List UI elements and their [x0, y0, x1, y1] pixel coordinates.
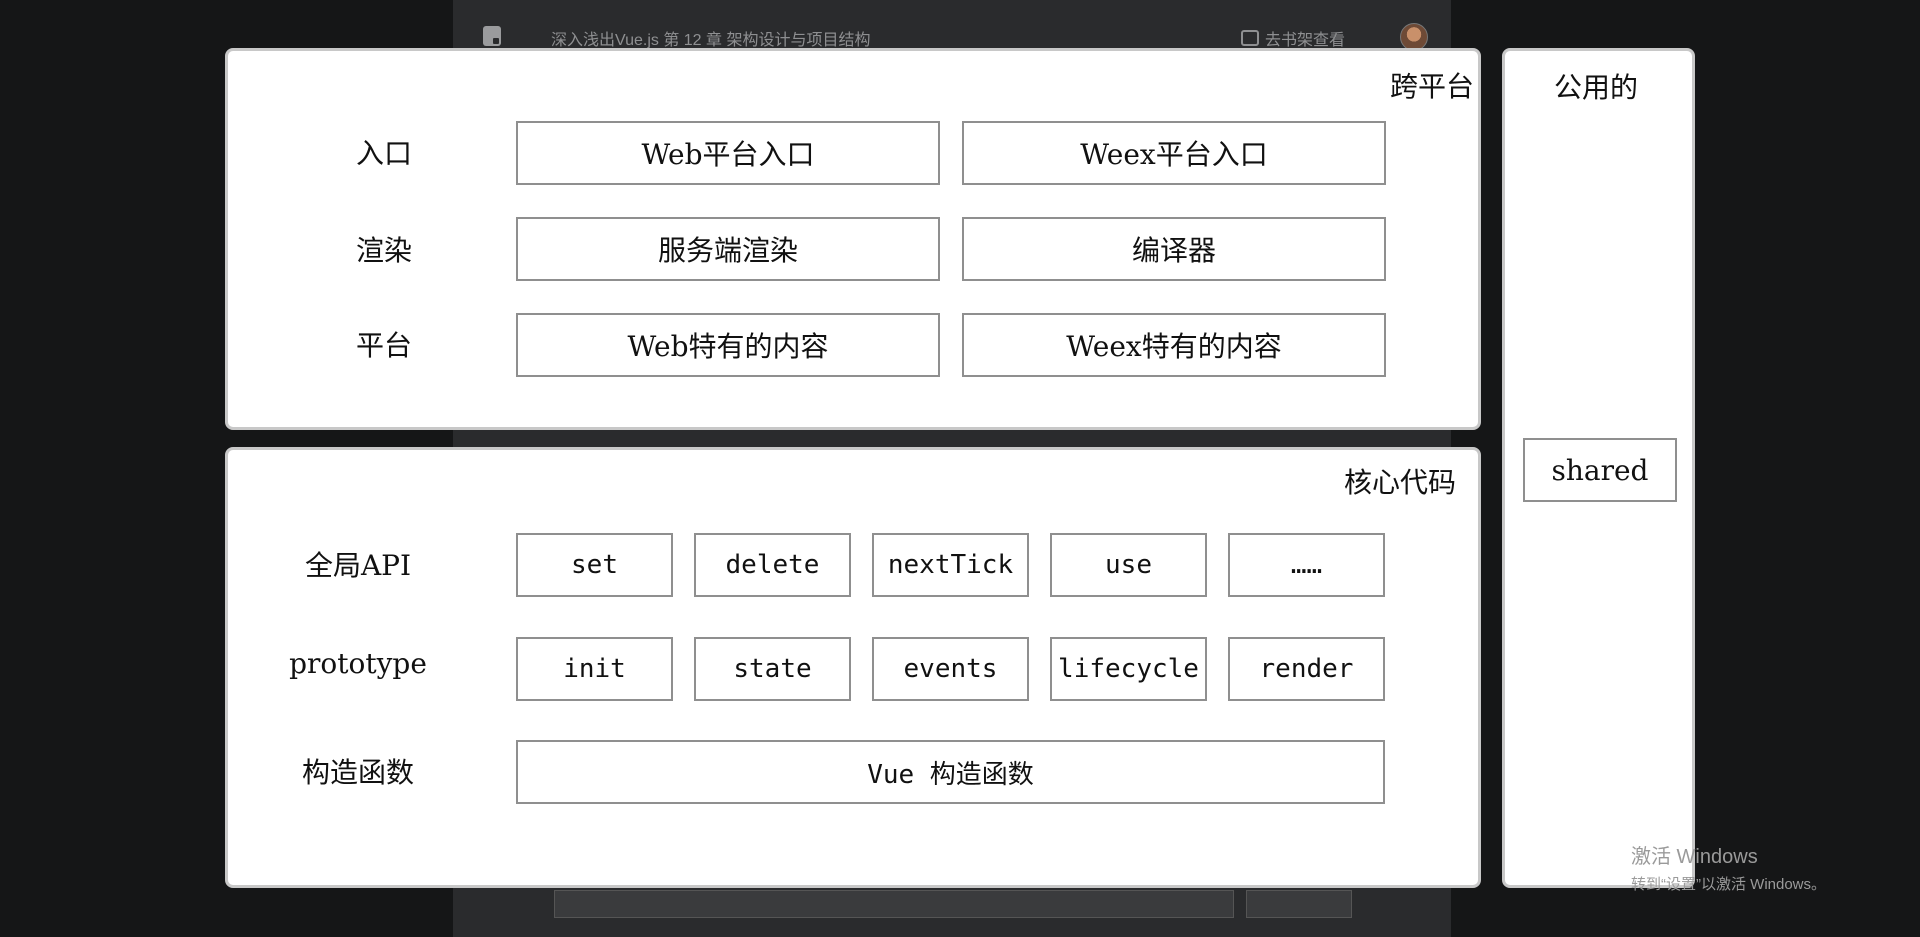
weex-specific-box: Weex特有的内容 — [962, 313, 1386, 377]
api-set-box: set — [516, 533, 673, 597]
shared-panel-title: 公用的 — [1554, 71, 1639, 104]
page-footer-bar-left — [554, 890, 1234, 918]
api-more-box: …… — [1228, 533, 1385, 597]
row-label-prototype: prototype — [289, 647, 427, 680]
watermark-line-1: 激活 Windows — [1631, 846, 1758, 868]
shared-panel: 公用的 shared — [1502, 48, 1695, 888]
bookshelf-label: 去书架查看 — [1265, 32, 1346, 49]
proto-render-box: render — [1228, 637, 1385, 701]
proto-events-box: events — [872, 637, 1029, 701]
api-delete-box: delete — [694, 533, 851, 597]
row-label-global-api: 全局API — [304, 549, 412, 582]
web-entry-box: Web平台入口 — [516, 121, 940, 185]
go-to-bookshelf-button[interactable]: 去书架查看 — [1241, 26, 1345, 50]
proto-state-box: state — [694, 637, 851, 701]
cross-platform-panel: 跨平台 入口 Web平台入口 Weex平台入口 渲染 服务端渲染 编译器 平台 … — [225, 48, 1481, 430]
windows-activation-watermark: 激活 Windows 转到“设置”以激活 Windows。 — [1631, 840, 1826, 894]
api-use-box: use — [1050, 533, 1207, 597]
api-nexttick-box: nextTick — [872, 533, 1029, 597]
compiler-box: 编译器 — [962, 217, 1386, 281]
core-code-title: 核心代码 — [1343, 466, 1456, 499]
row-label-platform: 平台 — [355, 329, 412, 362]
web-specific-box: Web特有的内容 — [516, 313, 940, 377]
book-catalog-icon[interactable] — [483, 26, 501, 46]
cross-platform-title: 跨平台 — [1389, 70, 1474, 103]
watermark-line-2: 转到“设置”以激活 Windows。 — [1631, 876, 1827, 893]
row-label-entry: 入口 — [355, 137, 412, 170]
weex-entry-box: Weex平台入口 — [962, 121, 1386, 185]
user-avatar[interactable] — [1400, 23, 1428, 51]
proto-lifecycle-box: lifecycle — [1050, 637, 1207, 701]
shared-box: shared — [1523, 438, 1677, 502]
ssr-box: 服务端渲染 — [516, 217, 940, 281]
bookshelf-icon — [1241, 30, 1259, 46]
proto-init-box: init — [516, 637, 673, 701]
vue-constructor-box: Vue 构造函数 — [516, 740, 1385, 804]
row-label-render: 渲染 — [355, 234, 412, 267]
reader-topbar: 深入浅出Vue.js 第 12 章 架构设计与项目结构 去书架查看 — [453, 0, 1451, 72]
document-title: 深入浅出Vue.js 第 12 章 架构设计与项目结构 — [551, 32, 871, 49]
page-footer-bar-right — [1246, 890, 1352, 918]
row-label-constructor: 构造函数 — [301, 756, 414, 789]
core-code-panel: 核心代码 全局API set delete nextTick use …… pr… — [225, 447, 1481, 888]
